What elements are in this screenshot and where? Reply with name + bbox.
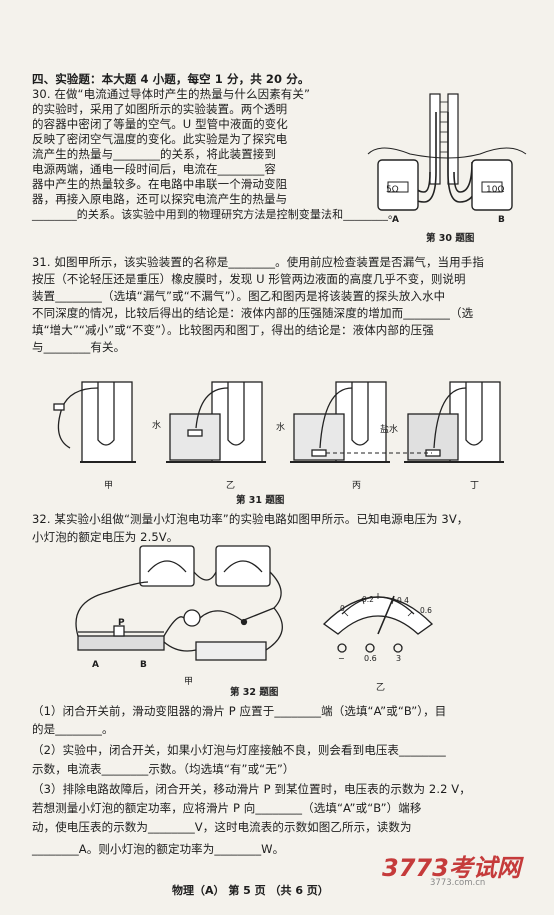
figure-32-ammeter bbox=[322, 593, 434, 653]
q32-sub-line: （3）排除电路故障后，闭合开关，移动滑片 P 到某位置时，电压表的示数为 2.2… bbox=[32, 782, 471, 796]
figure-31-caption: 第 31 题图 bbox=[236, 495, 285, 506]
figure-31-water-yi: 水 bbox=[152, 421, 162, 431]
q30-line: 反映了密闭空气温度的变化。此实验是为了探究电 bbox=[32, 132, 288, 146]
figure-31-label-ding: 丁 bbox=[470, 481, 480, 491]
q32-sub-line: 示数，电流表________示数。（均选填“有”或“无”） bbox=[32, 762, 295, 776]
figure-31-label-bing: 丙 bbox=[352, 481, 362, 491]
figure-30-label-b: B bbox=[498, 215, 505, 225]
figure-30-label-a: A bbox=[392, 215, 399, 225]
figure-31-label-yi: 乙 bbox=[226, 481, 236, 491]
q32-sub-line: （2）实验中，闭合开关，如果小灯泡与灯座接触不良，则会看到电压表________ bbox=[32, 743, 446, 757]
ammeter-tick-0-6: 0.6 bbox=[420, 606, 432, 615]
figure-31-water-bing: 水 bbox=[276, 423, 286, 433]
ammeter-terminal-3: 3 bbox=[396, 654, 402, 663]
q32-sub-line: （1）闭合开关前，滑动变阻器的滑片 P 应置于________端（选填“A”或“… bbox=[32, 704, 447, 718]
page-footer: 物理（A） 第 5 页 （共 6 页） bbox=[172, 884, 329, 897]
q30-line: ________的关系。该实验中用到的物理研究方法是控制变量法和________… bbox=[32, 208, 400, 221]
q32-line: 32. 某实验小组做“测量小灯泡电功率”的实验电路如图甲所示。已知电源电压为 3… bbox=[32, 512, 469, 526]
q30-line: 30. 在做“电流通过导体时产生的热量与什么因素有关” bbox=[32, 87, 311, 101]
figure-30-r-right: 10Ω bbox=[486, 185, 505, 195]
q31-line: 31. 如图甲所示，该实验装置的名称是________。使用前应检查装置是否漏气… bbox=[32, 255, 484, 269]
figure-32-label-p: P bbox=[118, 618, 125, 628]
figure-31 bbox=[53, 381, 504, 463]
figure-32-label-jia: 甲 bbox=[184, 677, 194, 687]
ammeter-tick-0: 0 bbox=[340, 604, 345, 613]
q31-line: 装置________（选填“漏气”或“不漏气”）。图乙和图丙是将该装置的探头放入… bbox=[32, 289, 446, 303]
q32-line: 小灯泡的额定电压为 2.5V。 bbox=[32, 530, 179, 544]
watermark-url: 3773.com.cn bbox=[430, 878, 486, 888]
figure-31-salt-water: 盐水 bbox=[380, 425, 399, 435]
q31-line: 不同深度的情况，比较后得出的结论是：液体内部的压强随深度的增加而________… bbox=[32, 306, 474, 320]
q31-line: 按压（不论轻压还是重压）橡皮膜时，发现 U 形管两边液面的高度几乎不变，则说明 bbox=[32, 272, 466, 286]
q30-line: 器中产生的热量较多。在电路中串联一个滑动变阻 bbox=[32, 177, 288, 191]
q32-sub-line: 动，使电压表的示数为________V，这时电流表的示数如图乙所示，读数为 bbox=[32, 820, 412, 834]
q30-line: 电源两端，通电一段时间后，电流在________容 bbox=[32, 162, 276, 176]
q32-sub-line: 若想测量小灯泡的额定功率，应将滑片 P 向________（选填“A”或“B”）… bbox=[32, 801, 422, 815]
q32-sub-line: ________A。则小灯泡的额定功率为________W。 bbox=[32, 842, 285, 856]
ammeter-tick-0-2: 0.2 bbox=[362, 595, 374, 604]
ammeter-tick-0-4: 0.4 bbox=[397, 596, 409, 605]
section-title: 四、实验题：本大题 4 小题，每空 1 分，共 20 分。 bbox=[32, 72, 310, 86]
figure-32-circuit bbox=[75, 545, 283, 661]
figure-31-label-jia: 甲 bbox=[104, 481, 114, 491]
figure-32-label-a: A bbox=[92, 660, 99, 670]
q32-sub-line: 的是________。 bbox=[32, 722, 114, 736]
q30-line: 流产生的热量与________的关系，将此装置接到 bbox=[32, 147, 276, 161]
watermark-logo: 3773考试网 bbox=[382, 854, 521, 882]
figure-32-caption: 第 32 题图 bbox=[230, 687, 279, 698]
q31-line: 与________有关。 bbox=[32, 340, 126, 354]
q30-line: 的实验时，采用了如图所示的实验装置。两个透明 bbox=[32, 102, 288, 116]
ammeter-terminal-neg: − bbox=[338, 654, 345, 663]
q31-line: 填“增大”“减小”或“不变”）。比较图丙和图丁，得出的结论是：液体内部的压强 bbox=[32, 323, 434, 337]
figure-30 bbox=[367, 93, 527, 211]
figure-32-label-yi: 乙 bbox=[376, 683, 386, 693]
q30-line: 的容器中密闭了等量的空气。U 型管中液面的变化 bbox=[32, 117, 288, 131]
figure-30-caption: 第 30 题图 bbox=[426, 233, 475, 244]
q30-line: 器，再接入原电路，还可以探究电流产生的热量与 bbox=[32, 192, 288, 206]
figure-32-label-b: B bbox=[140, 660, 147, 670]
figure-30-r-left: 5Ω bbox=[386, 185, 399, 195]
ammeter-terminal-0-6: 0.6 bbox=[364, 654, 377, 663]
